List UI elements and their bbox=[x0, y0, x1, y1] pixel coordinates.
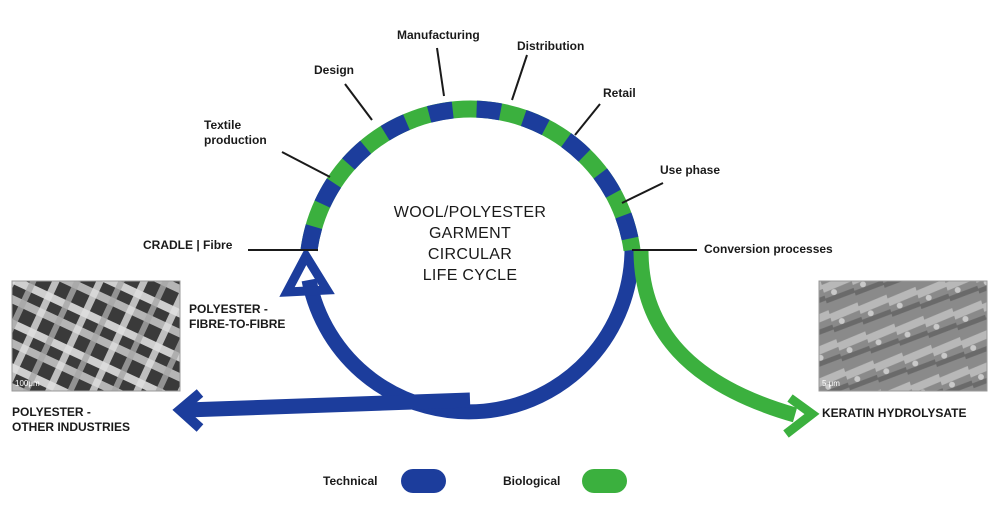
keratin-label: KERATIN HYDROLYSATE bbox=[822, 406, 967, 420]
stage-textile-label-2: production bbox=[204, 133, 267, 147]
stage-distribution-label: Distribution bbox=[517, 39, 585, 53]
other-industries-arrowhead bbox=[172, 389, 204, 432]
polyester-micrograph bbox=[11, 280, 181, 392]
leader-lines bbox=[248, 47, 697, 251]
technical-loop bbox=[301, 249, 640, 420]
biological-legend-swatch bbox=[582, 469, 627, 493]
polyester-scale-bar: 100μm bbox=[15, 379, 40, 388]
title-line: GARMENT bbox=[428, 225, 512, 242]
stage-conversion-label: Conversion processes bbox=[704, 242, 833, 256]
legend-biological-label: Biological bbox=[503, 474, 561, 488]
title-line: WOOL/POLYESTER bbox=[393, 204, 547, 221]
other-industries-path bbox=[185, 392, 471, 418]
biological-path bbox=[633, 249, 798, 423]
fibre-to-fibre-arrowhead bbox=[279, 246, 335, 297]
title-line: LIFE CYCLE bbox=[422, 267, 518, 284]
stage-design-label: Design bbox=[314, 63, 355, 77]
technical-legend-swatch bbox=[401, 469, 446, 493]
stage-manufacturing-label: Manufacturing bbox=[397, 28, 480, 42]
other-industries-label-2: OTHER INDUSTRIES bbox=[12, 420, 131, 434]
stage-cradle-label: CRADLE | Fibre bbox=[143, 238, 233, 252]
fibre-to-fibre-label-1: POLYESTER - bbox=[189, 302, 268, 316]
other-industries-label-1: POLYESTER - bbox=[12, 405, 91, 419]
title-line: CIRCULAR bbox=[427, 246, 513, 263]
keratin-micrograph bbox=[818, 280, 988, 392]
legend-technical-label: Technical bbox=[323, 474, 378, 488]
keratin-arrowhead bbox=[783, 394, 820, 438]
diagram-title: WOOL/POLYESTER GARMENT CIRCULAR LIFE CYC… bbox=[370, 202, 570, 286]
stage-retail-label: Retail bbox=[603, 86, 636, 100]
keratin-scale-bar: 5 μm bbox=[822, 379, 840, 388]
stage-textile-label-1: Textile bbox=[204, 118, 242, 132]
fibre-to-fibre-label-2: FIBRE-TO-FIBRE bbox=[189, 317, 286, 331]
rope-blue bbox=[300, 100, 641, 252]
stage-use-phase-label: Use phase bbox=[660, 163, 721, 177]
